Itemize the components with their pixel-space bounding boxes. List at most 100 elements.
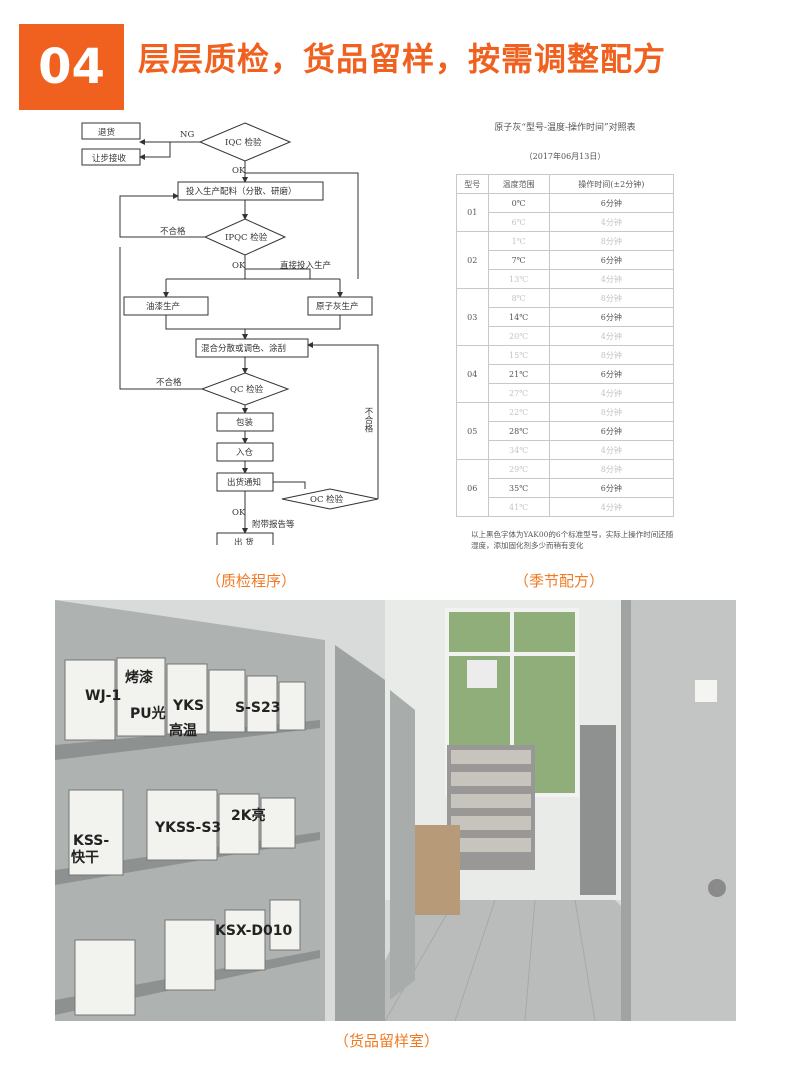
table-cell-temp: 35℃: [487, 478, 550, 498]
table-cell-temp: 41℃: [487, 497, 550, 517]
table-cell-model: 01: [456, 193, 489, 232]
table-cell-time: 4分钟: [548, 383, 675, 403]
can-label-3: WJ-1: [85, 688, 121, 704]
formula-table-title: 原子灰“型号-温度-操作时间”对照表: [494, 123, 636, 133]
table-cell-temp: 1℃: [487, 231, 550, 251]
table-cell-temp: 20℃: [487, 326, 550, 346]
table-cell-temp: 6℃: [487, 212, 550, 232]
formula-table-panel: 原子灰“型号-温度-操作时间”对照表 （2017年06月13日） 型号 温度范围…: [445, 117, 685, 550]
flowchart-caption: （质检程序）: [206, 572, 297, 590]
table-cell-time: 4分钟: [548, 269, 675, 289]
formula-table-caption: （季节配方）: [514, 572, 605, 590]
flow-label-ok2: OK: [232, 261, 246, 271]
table-cell-temp: 15℃: [487, 345, 550, 365]
table-cell-temp: 27℃: [487, 383, 550, 403]
flow-label-report: 附带报告等: [252, 519, 295, 530]
table-cell-temp: 22℃: [487, 402, 550, 422]
flow-label-unqualified2: 不合格: [156, 377, 182, 388]
can-label-5: 高温: [169, 722, 197, 739]
flow-node-mix: 混合分散或调色、涂刮: [201, 343, 286, 354]
table-cell-time: 8分钟: [548, 459, 675, 479]
table-cell-model: 05: [456, 402, 489, 460]
table-cell-time: 6分钟: [548, 307, 675, 327]
flow-node-ipqc: IPQC 检验: [225, 232, 268, 243]
can-label-2: KSS-: [73, 833, 109, 849]
flow-label-direct: 直接投入生产: [280, 260, 331, 271]
flow-label-ok1: OK: [232, 166, 246, 176]
flow-node-oil-paint: 油漆生产: [146, 301, 180, 312]
photo-caption: （货品留样室）: [334, 1032, 440, 1050]
flow-node-qc: QC 检验: [230, 384, 264, 395]
table-cell-temp: 21℃: [487, 364, 550, 384]
flow-node-iqc: IQC 检验: [225, 137, 262, 148]
flow-node-pack: 包装: [236, 417, 254, 428]
flow-label-ok3: OK: [232, 508, 246, 518]
table-cell-time: 8分钟: [548, 288, 675, 308]
can-label-1: YKSS-S3: [154, 820, 221, 836]
qc-flowchart: 退货 让步接收 NG IQC 检验 OK 投入生产配料（分散、研磨） 不合格 I…: [80, 117, 400, 545]
table-cell-time: 6分钟: [548, 193, 675, 213]
table-header-temp: 温度范围: [487, 174, 550, 194]
table-cell-time: 6分钟: [548, 250, 675, 270]
formula-table-note: 以上黑色字体为YAK00的6个标准型号，实际上操作时间还随湿度，添加固化剂多少而…: [471, 530, 674, 550]
table-cell-model: 02: [456, 231, 489, 289]
table-cell-time: 4分钟: [548, 440, 675, 460]
flow-node-return: 退货: [98, 127, 116, 138]
flow-node-ship: 出 货: [234, 537, 254, 545]
table-cell-time: 6分钟: [548, 421, 675, 441]
can-label-7: S-S23: [235, 700, 280, 716]
table-cell-temp: 8℃: [487, 288, 550, 308]
table-cell-model: 06: [456, 459, 489, 517]
table-cell-temp: 7℃: [487, 250, 550, 270]
flow-node-notice: 出货通知: [227, 477, 261, 488]
can-label-4: PU光: [130, 705, 166, 722]
table-cell-temp: 13℃: [487, 269, 550, 289]
table-cell-time: 4分钟: [548, 497, 675, 517]
table-header-model: 型号: [456, 174, 489, 194]
flow-label-unqualified1: 不合格: [160, 226, 186, 237]
table-cell-model: 03: [456, 288, 489, 346]
table-cell-time: 8分钟: [548, 402, 675, 422]
flow-label-ng: NG: [180, 130, 194, 140]
flow-node-warehouse: 入仓: [236, 447, 254, 458]
table-cell-time: 4分钟: [548, 212, 675, 232]
formula-table-date: （2017年06月13日）: [524, 152, 606, 161]
table-cell-time: 4分钟: [548, 326, 675, 346]
flow-label-unqualified-vertical: 不合格: [363, 407, 373, 433]
table-cell-time: 6分钟: [548, 478, 675, 498]
table-cell-temp: 29℃: [487, 459, 550, 479]
section-number-badge: 04: [19, 24, 124, 110]
flow-node-production: 投入生产配料（分散、研磨）: [186, 186, 297, 197]
table-cell-temp: 28℃: [487, 421, 550, 441]
table-cell-model: 04: [456, 345, 489, 403]
flow-node-putty: 原子灰生产: [316, 301, 359, 312]
table-cell-temp: 14℃: [487, 307, 550, 327]
section-title: 层层质检，货品留样，按需调整配方: [138, 40, 667, 78]
table-cell-time: 6分钟: [548, 364, 675, 384]
flow-node-concession: 让步接收: [92, 153, 127, 164]
table-cell-time: 8分钟: [548, 231, 675, 251]
can-label-6: YKS: [172, 698, 204, 714]
can-label-11: 烤漆: [125, 669, 153, 686]
can-label-8: 2K亮: [231, 807, 266, 824]
can-label-9: 快干: [71, 849, 99, 866]
table-header-time: 操作时间(±2分钟): [548, 174, 675, 194]
table-cell-temp: 34℃: [487, 440, 550, 460]
sample-room-photo: YKSS-S3 KSS- WJ-1 PU光 高温 YKS S-S23 2K亮 快…: [55, 600, 736, 1021]
